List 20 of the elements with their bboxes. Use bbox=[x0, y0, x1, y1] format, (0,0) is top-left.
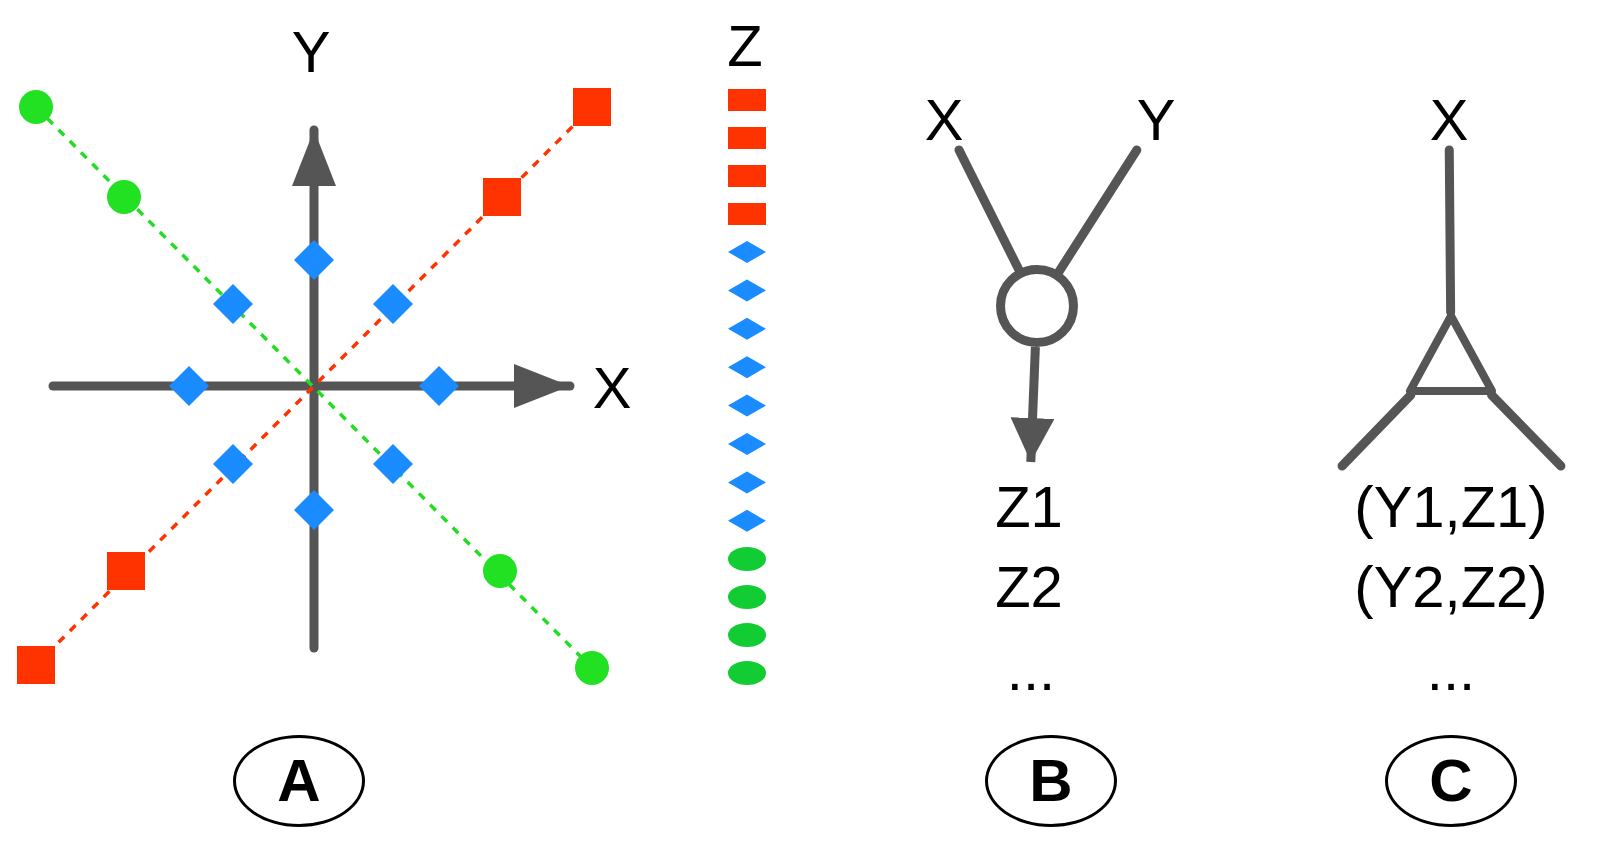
arrow bbox=[1010, 346, 1055, 463]
connector-line bbox=[1487, 390, 1566, 471]
axis-label: (Y2,Z2) bbox=[1353, 557, 1549, 617]
axis-label: Z2 bbox=[994, 557, 1064, 617]
axis-label: ... bbox=[1425, 640, 1477, 700]
connector-line bbox=[1444, 145, 1456, 317]
axis-label: X bbox=[591, 356, 633, 420]
variable-text: X bbox=[920, 90, 968, 150]
panel-letter-ellipse: B bbox=[985, 735, 1117, 827]
junction-triangle bbox=[1406, 312, 1496, 395]
axis-label: ... bbox=[1005, 640, 1057, 700]
variable-text: Y bbox=[1132, 90, 1180, 150]
panel-letter-ellipse: C bbox=[1385, 735, 1517, 827]
panel-letter-ellipse: A bbox=[233, 735, 365, 827]
connector-line bbox=[1337, 390, 1416, 471]
variable-text: X bbox=[1425, 90, 1473, 150]
axis-label: Y bbox=[290, 20, 332, 84]
variable-text: (Y1,Z1) bbox=[1331, 466, 1571, 548]
variable-text: Z1 bbox=[969, 462, 1089, 552]
axis-label: Z bbox=[726, 14, 764, 78]
